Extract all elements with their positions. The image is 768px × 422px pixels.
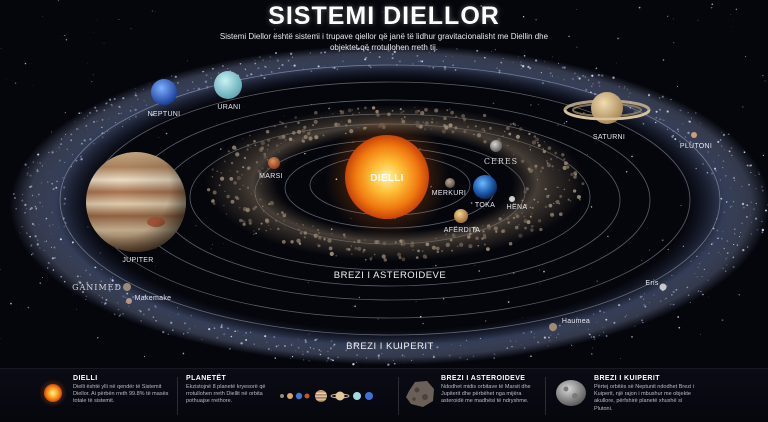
makemake-label: Makemake (133, 295, 173, 302)
footer-sun-section: DIELLI Dielli është ylli në qendër të Si… (73, 375, 173, 419)
footer-kuiper-section: BREZI I KUIPERIT Përtej orbitës së Neptu… (594, 375, 696, 419)
kuiper-belt-label: BREZI I KUIPERIT (320, 341, 460, 352)
footer-asteroid-text: Ndodhet midis orbitave të Marsit dhe Jup… (441, 384, 541, 406)
planets-row-icon (278, 389, 396, 403)
moon (509, 196, 515, 202)
mars-planet (268, 157, 280, 169)
pluto-label: PLUTONI (671, 143, 721, 150)
ceres-dwarf-planet (490, 140, 502, 152)
solar-system-scene (0, 0, 768, 368)
earth-planet (473, 175, 497, 199)
footer-asteroid-title: BREZI I ASTEROIDEVE (441, 375, 541, 382)
footer-sun-text: Dielli është ylli në qendër të Sistemit … (73, 384, 173, 406)
page-title: SISTEMI DIELLOR (0, 2, 768, 31)
info-footer: DIELLI Dielli është ylli në qendër të Si… (0, 368, 768, 422)
footer-divider (545, 377, 546, 415)
mars-label: MARSI (249, 173, 293, 180)
page-subtitle: Sistemi Diellor është sistemi i trupave … (214, 31, 554, 53)
footer-kuiper-text: Përtej orbitës së Neptunit ndodhet Brezi… (594, 384, 696, 413)
sun-thumbnail-icon (38, 378, 68, 408)
saturn-label: SATURNI (584, 134, 634, 141)
makemake-dwarf-planet (126, 298, 132, 304)
moon-label: HËNA (502, 204, 532, 211)
venus-planet (454, 209, 468, 223)
jupiter-label: JUPITER (112, 257, 164, 264)
eris-label: Eris (642, 280, 662, 287)
jupiter-planet (86, 152, 186, 252)
neptune-label: NEPTUNI (139, 111, 189, 118)
footer-divider (177, 377, 178, 415)
uranus-planet (214, 71, 242, 99)
ceres-label: CERES (476, 157, 526, 166)
footer-planets-text: Ekzistojnë 8 planetë kryesorë që rrotull… (186, 384, 278, 406)
footer-planets-title: PLANETËT (186, 375, 278, 382)
mercury-planet (445, 178, 455, 188)
footer-planets-section: PLANETËT Ekzistojnë 8 planetë kryesorë q… (186, 375, 278, 419)
uranus-label: URANI (204, 104, 254, 111)
earth-label: TOKA (465, 202, 505, 209)
footer-kuiper-title: BREZI I KUIPERIT (594, 375, 696, 382)
haumea-label: Haumea (556, 318, 596, 325)
footer-asteroid-section: BREZI I ASTEROIDEVE Ndodhet midis orbita… (441, 375, 541, 419)
asteroid-belt-label: BREZI I ASTEROIDEVE (320, 270, 460, 281)
venus-label: AFËRDITA (437, 227, 487, 234)
sun-label: DIELLI (357, 173, 417, 184)
ganymede-label: GANIMED (69, 283, 125, 292)
footer-divider (398, 377, 399, 415)
footer-sun-title: DIELLI (73, 375, 173, 382)
mercury-label: MERKURI (426, 190, 472, 197)
asteroid-thumbnail-icon (403, 377, 437, 409)
pluto-planet (691, 132, 697, 138)
kuiper-thumbnail-icon (553, 377, 589, 409)
neptune-planet (151, 79, 177, 105)
